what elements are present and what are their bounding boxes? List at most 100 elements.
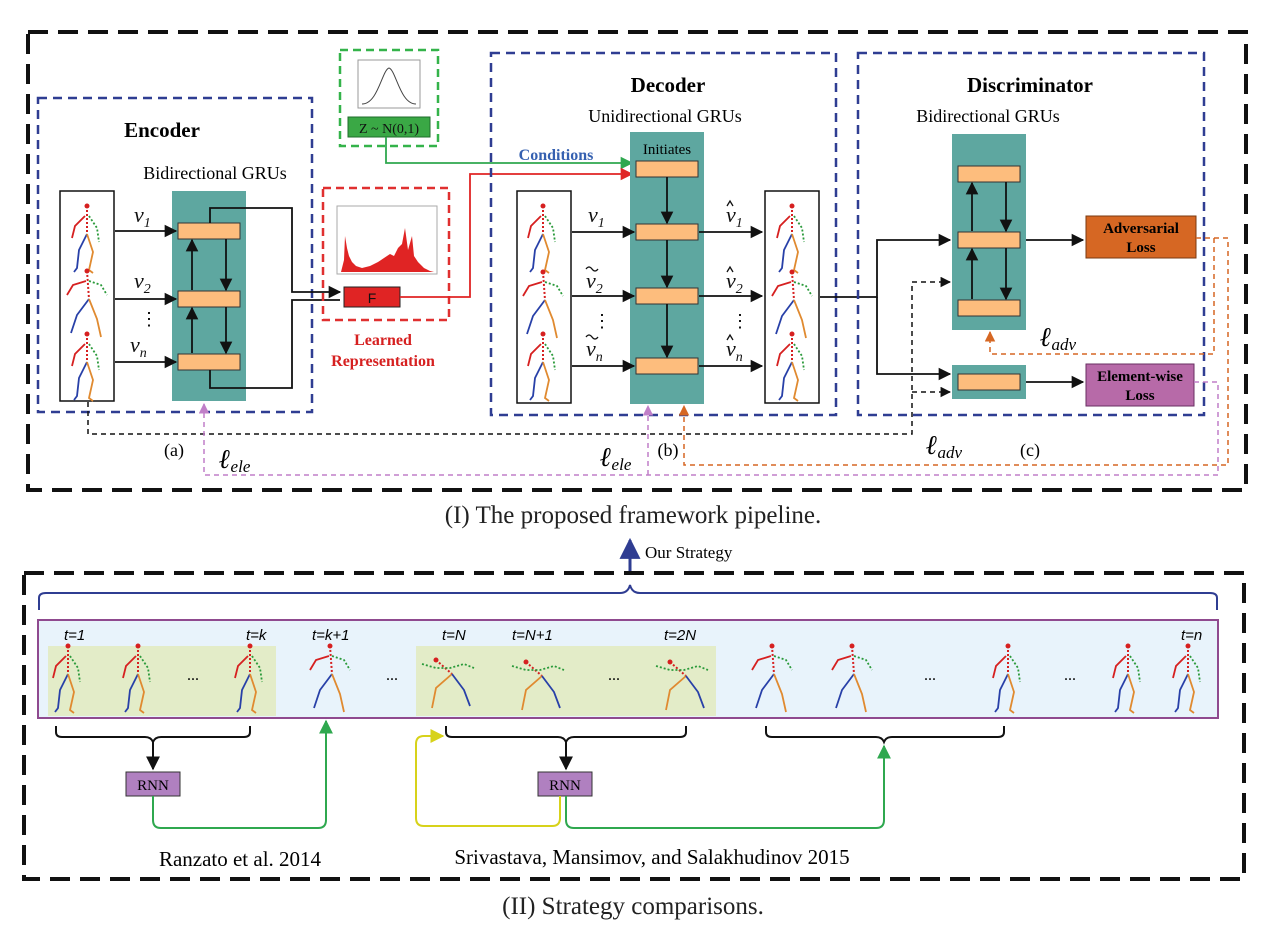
noise-frame [338,48,440,148]
decoder-block: Decoder Unidirectional GRUs Conditions I… [489,51,838,461]
gru-cell [635,357,699,375]
discriminator-frame [856,51,1206,417]
learned-label-line2: Representation [331,353,435,370]
vertical-dots: ⋮ [140,309,158,329]
rnn-box [125,771,181,797]
gru-cell [635,287,699,305]
learned-frame [321,186,451,322]
learned-label-line1: Learned [354,332,412,349]
timestep-2N: t=2N [664,627,696,644]
generated-to-element [876,297,952,381]
encoder-backward-output [209,299,340,389]
timestep-N-plus-1: t=N+1 [512,627,553,644]
generated-to-discriminator [820,233,952,298]
decoder-title: Decoder [631,73,706,97]
strategy-frame [22,571,1246,881]
gru-cell [635,223,699,241]
encoder-frame [36,96,314,414]
noise-condition-arrow [385,137,634,170]
timestep-k-plus-1: t=k+1 [312,627,350,644]
learned-representation-block: F Learned Representation [321,186,451,370]
encoder-title: Encoder [124,118,200,142]
ellipsis: ... [924,667,936,684]
adversarial-feedback-path [678,237,1229,466]
gru-cell [635,160,699,178]
discriminator-subtitle: Bidirectional GRUs [916,106,1059,126]
timestep-1: t=1 [64,627,85,644]
caption-pipeline: (I) The proposed framework pipeline. [444,502,822,529]
var-v1: v1 [134,202,151,231]
output-brace [765,726,1005,745]
decoder-subtitle: Unidirectional GRUs [588,106,741,126]
real-data-path [87,276,952,435]
encoder-label: (a) [164,440,184,461]
gru-cell [957,299,1021,317]
ellipsis: ... [386,667,398,684]
loss-adv-bottom: ℓadv [926,430,963,462]
pipeline-frame [26,30,1248,492]
rnn-label: RNN [549,778,581,794]
gaussian-curve [361,67,417,105]
our-strategy-label: Our Strategy [645,543,733,562]
var-vn-hat: vn [726,336,743,365]
vertical-dots: ⋮ [731,311,749,331]
element-loss-line2: Loss [1125,388,1154,404]
conditions-label: Conditions [519,147,594,164]
timestep-n: t=n [1181,627,1202,644]
histogram-bars [341,228,434,272]
var-v2: v2 [134,268,151,297]
reference-ranzato: Ranzato et al. 2014 [159,847,322,871]
gru-cell [177,222,241,240]
var-vn-tilde: vn [586,336,603,365]
hat-mark [726,199,734,207]
hat-mark [726,333,734,341]
gru-cell [957,231,1021,249]
discriminator-label: (c) [1020,440,1040,461]
timestep-N: t=N [442,627,466,644]
representation-node-label: F [368,290,377,306]
our-strategy-brace [38,584,1218,610]
var-v1-hat: v1 [726,202,743,231]
noise-label: Z ~ N(0,1) [359,122,419,137]
rnn-output-arrow [152,719,333,829]
loss-adv-right: ℓadv [1040,322,1077,354]
element-loss-box [1085,363,1195,407]
loss-ele-right: ℓele [600,442,632,474]
adversarial-loss-box [1085,215,1197,259]
gaussian-plot [357,59,421,109]
caption-strategy: (II) Strategy comparisons. [502,893,764,920]
adversarial-loss-line2: Loss [1126,240,1155,256]
discriminator-block: Discriminator Bidirectional GRUs Adversa… [856,51,1206,461]
encoder-forward-output [209,207,342,299]
observed-group [416,646,716,716]
adversarial-loss-line1: Adversarial [1103,221,1179,237]
var-v1: v1 [588,202,605,231]
rnn-feedback-arrow [415,729,561,827]
gru-cell [957,373,1021,391]
gru-cell [957,165,1021,183]
initiates-label: Initiates [643,142,691,158]
vertical-dots: ⋮ [593,311,611,331]
loss-ele-left: ℓele [219,444,251,476]
tilde-mark [585,334,599,340]
hat-mark [726,265,734,273]
ellipsis: ... [187,667,199,684]
gru-cell [177,290,241,308]
element-feedback-path [198,381,1219,476]
var-v2-hat: v2 [726,268,743,297]
rnn-output-arrow [565,744,891,829]
encoder-subtitle: Bidirectional GRUs [143,163,286,183]
input-brace [445,726,687,745]
discriminator-title: Discriminator [967,73,1093,97]
decoder-label: (b) [658,440,679,461]
decoder-frame [489,51,838,417]
var-v2-tilde: v2 [586,268,603,297]
ellipsis: ... [608,667,620,684]
tilde-mark [585,266,599,272]
element-loss-line1: Element-wise [1097,369,1183,385]
adversarial-feedback-path [984,237,1215,355]
representation-condition-arrow [400,167,634,298]
observed-group [48,646,276,716]
noise-label-box [347,116,431,138]
